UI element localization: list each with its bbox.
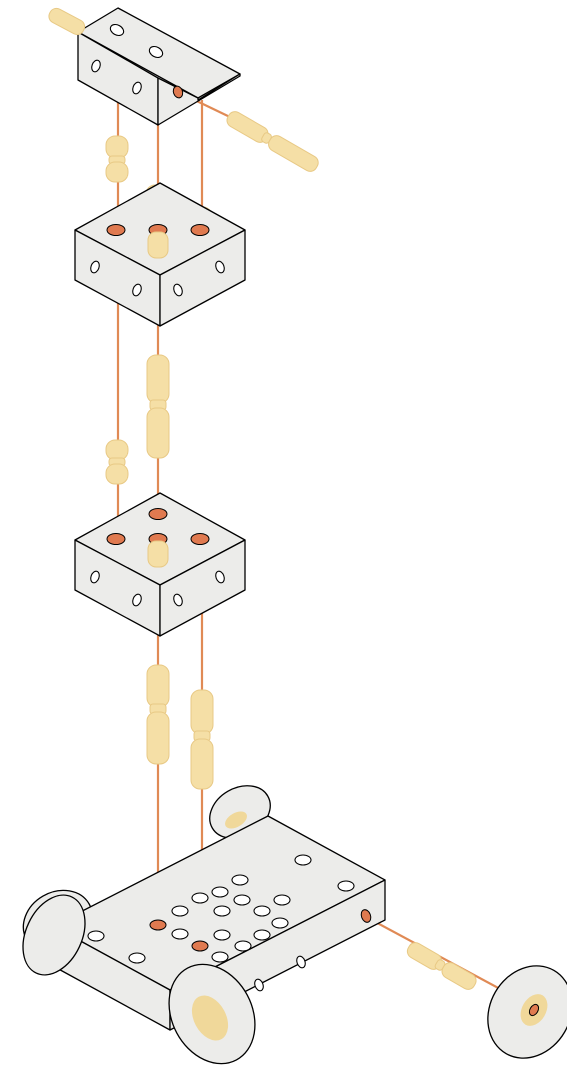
- hole-highlighted: [190, 533, 210, 545]
- hole-highlighted: [191, 940, 209, 952]
- hole-highlighted: [106, 224, 126, 236]
- hole: [90, 570, 100, 584]
- hole-highlighted: [148, 508, 168, 520]
- connector-peg: [406, 942, 477, 990]
- hole: [215, 570, 225, 584]
- connector-peg: [105, 135, 129, 183]
- hole: [171, 928, 189, 940]
- connector-peg: [147, 540, 169, 568]
- hole: [132, 283, 142, 297]
- hole: [90, 260, 100, 274]
- connector-peg: [48, 7, 86, 36]
- front-wheel-right: [168, 963, 256, 1065]
- upper-cube-right-face: [159, 229, 246, 327]
- hole: [234, 940, 252, 952]
- hole: [148, 45, 164, 59]
- top-block-right-face: [157, 73, 241, 126]
- hole: [337, 880, 355, 892]
- connector-peg: [105, 439, 129, 485]
- connector-peg: [146, 354, 170, 459]
- hole: [271, 917, 289, 929]
- hole-highlighted: [190, 224, 210, 236]
- hole: [171, 905, 189, 917]
- hole: [109, 23, 125, 37]
- hole: [91, 59, 101, 73]
- hole-highlighted: [528, 1003, 540, 1017]
- hole-highlighted: [149, 919, 167, 931]
- hole: [211, 951, 229, 963]
- connector-peg: [190, 689, 214, 790]
- hole: [254, 978, 264, 992]
- chassis-top-holes: [87, 854, 355, 964]
- hole-highlighted: [172, 85, 184, 99]
- hole: [173, 593, 183, 607]
- hole: [253, 929, 271, 941]
- hole: [215, 260, 225, 274]
- detached-wheel: [487, 965, 567, 1059]
- hole-highlighted: [106, 533, 126, 545]
- lower-cube: [74, 492, 246, 637]
- connector-peg: [146, 664, 170, 765]
- hole: [211, 886, 229, 898]
- hole: [273, 894, 291, 906]
- hole: [294, 854, 312, 866]
- connector-peg: [147, 231, 169, 259]
- hole: [233, 894, 251, 906]
- hole: [132, 593, 142, 607]
- hole: [213, 929, 231, 941]
- hole: [173, 283, 183, 297]
- top-block: [77, 7, 241, 126]
- connector-peg: [226, 111, 319, 172]
- hole: [128, 952, 146, 964]
- hole: [253, 905, 271, 917]
- hole: [191, 892, 209, 904]
- hole: [296, 955, 306, 969]
- lower-cube-right-face: [159, 539, 246, 637]
- hole: [132, 81, 142, 95]
- front-wheel-left: [22, 894, 86, 976]
- hole: [213, 905, 231, 917]
- hole: [87, 930, 105, 942]
- upper-cube: [74, 182, 246, 327]
- hole: [231, 874, 249, 886]
- hole-highlighted: [360, 909, 372, 923]
